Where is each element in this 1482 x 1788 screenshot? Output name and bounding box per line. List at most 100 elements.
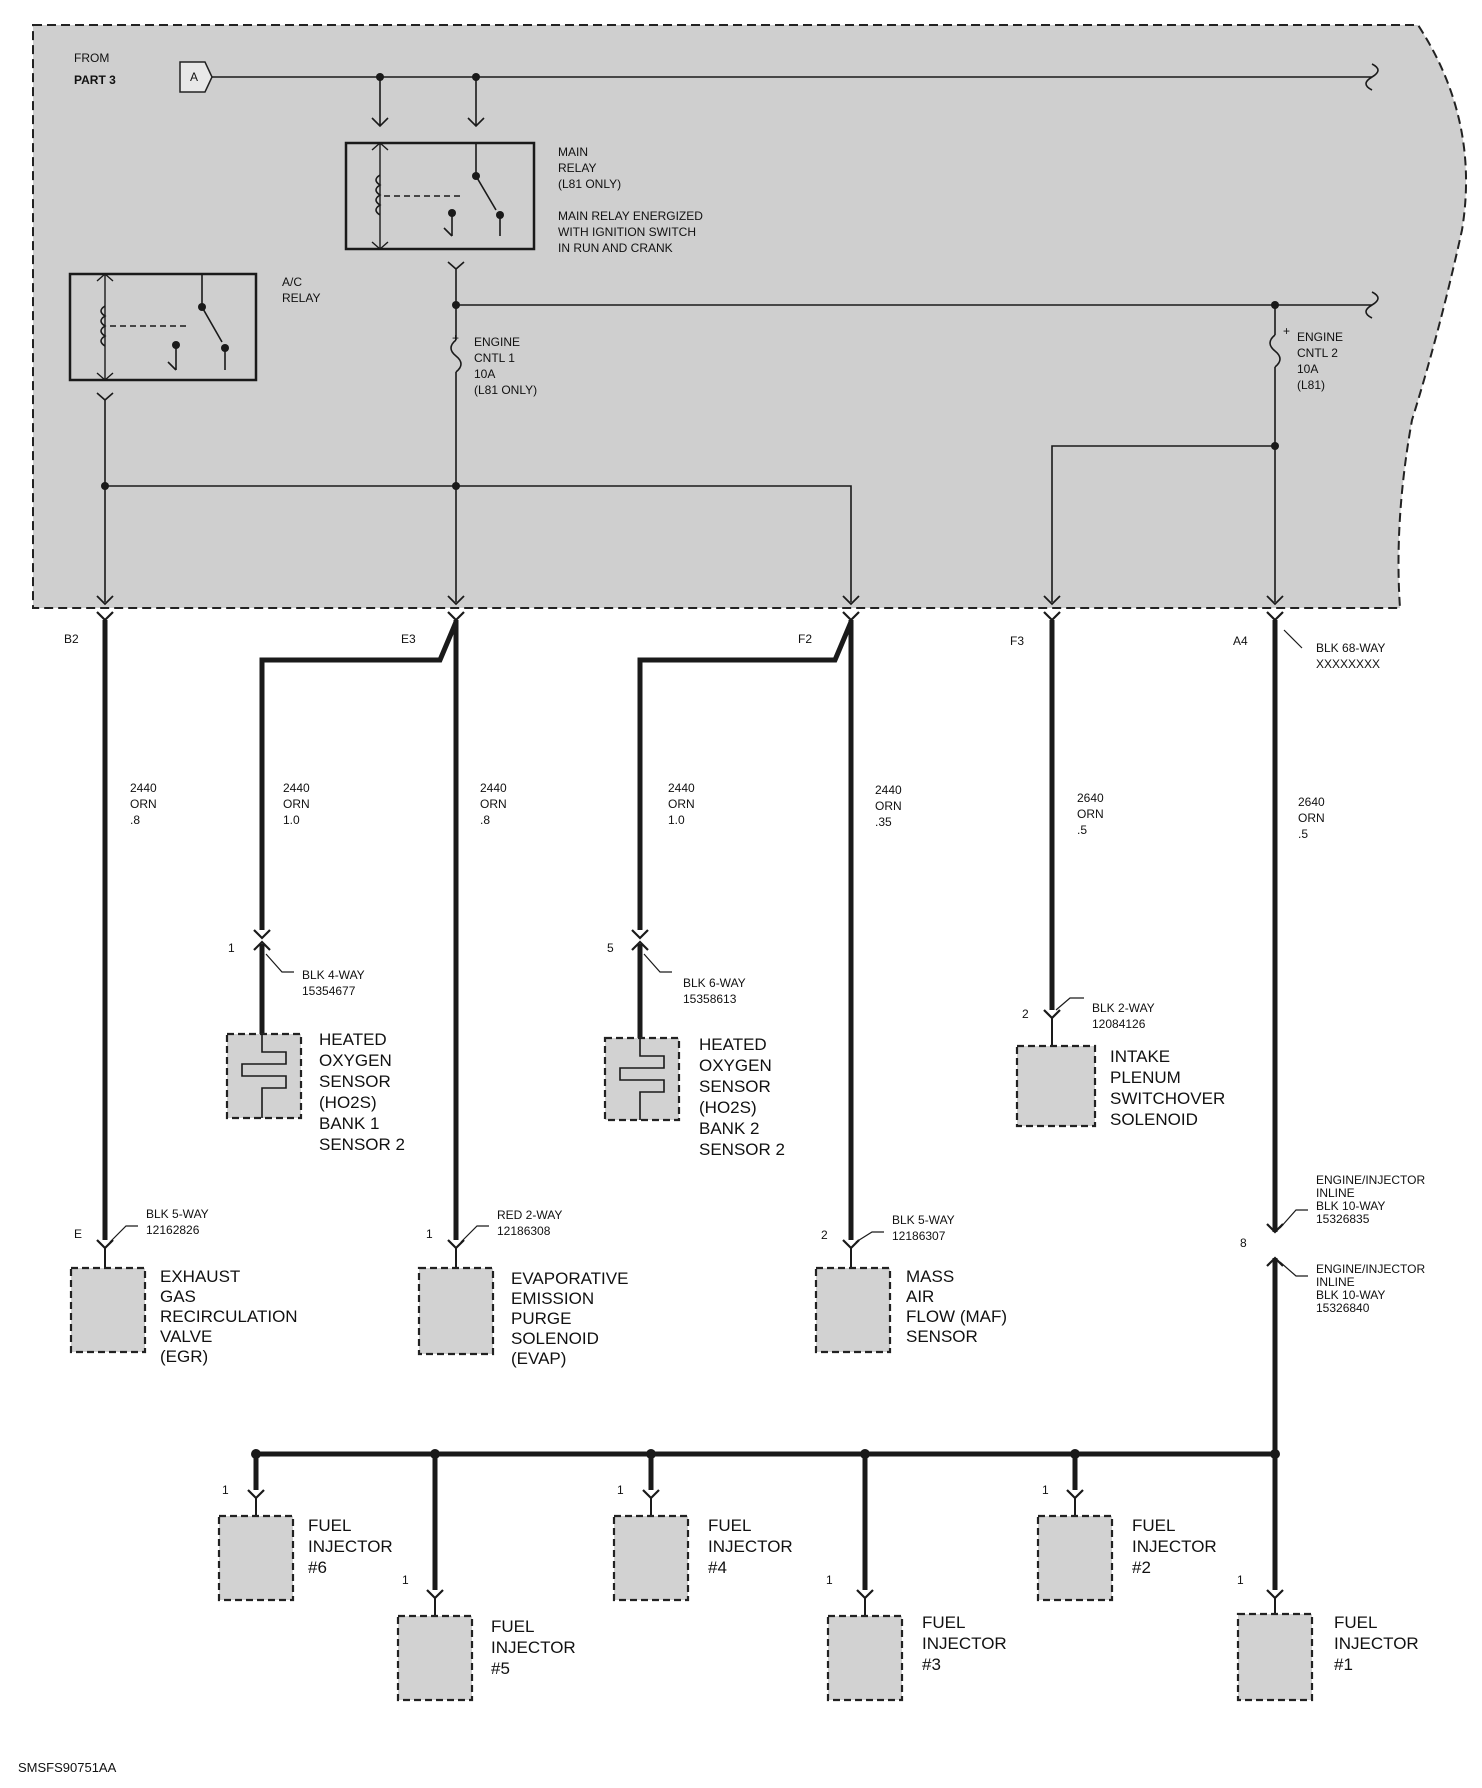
svg-text:.5: .5 (1077, 823, 1087, 837)
ho2s-2-pin: 5 (607, 941, 614, 955)
fuse-2-symbol (1269, 334, 1281, 368)
injector-5-pin: 1 (402, 1573, 409, 1587)
wire-ho2s-2 (637, 621, 854, 930)
main-relay-label: MAIN (558, 145, 588, 159)
fuse-2-label: ENGINE (1297, 330, 1343, 344)
injector-1-label: #1 (1334, 1655, 1353, 1674)
ho2s-1-connector-number: 15354677 (302, 984, 356, 998)
inline-connector-leader (1279, 1261, 1308, 1277)
pcm-connector-name: BLK 68-WAY (1316, 641, 1385, 655)
maf-label: MASS (906, 1267, 954, 1286)
inline-1-label: 15326835 (1316, 1212, 1370, 1226)
ho2s-2-label: HEATED (699, 1035, 767, 1054)
evap-label: SOLENOID (511, 1329, 599, 1348)
plenum-connector-name: BLK 2-WAY (1092, 1001, 1155, 1015)
injector-5-label: FUEL (491, 1617, 534, 1636)
inline-connector-leader (1279, 1209, 1308, 1229)
maf-feed-wire (105, 485, 852, 602)
main-relay-label: RELAY (558, 161, 596, 175)
inline-2-label: BLK 10-WAY (1316, 1288, 1385, 1302)
injector-6-label: #6 (308, 1558, 327, 1577)
evap-pin: 1 (426, 1227, 433, 1241)
maf-pin: 2 (821, 1228, 828, 1242)
main-relay-coil (375, 174, 382, 216)
from-part-label: PART 3 (74, 73, 116, 87)
plenum-pin: 2 (1022, 1007, 1029, 1021)
pin-f2: F2 (798, 632, 812, 646)
main-relay-switch (443, 143, 501, 237)
fuse-1-label: CNTL 1 (474, 351, 515, 365)
pcm-connector-number: XXXXXXXX (1316, 657, 1380, 671)
injector-3-pin: 1 (826, 1573, 833, 1587)
egr-label: GAS (160, 1287, 196, 1306)
svg-text:2440: 2440 (668, 781, 695, 795)
ho2s-2-label: BANK 2 (699, 1119, 759, 1138)
maf-connector-number: 12186307 (892, 1229, 946, 1243)
ho2s-1-label: (HO2S) (319, 1093, 377, 1112)
svg-text:+: + (452, 331, 459, 345)
svg-text:+: + (1283, 324, 1290, 338)
egr-feed-wire (96, 392, 114, 602)
inline-pin: 8 (1240, 1236, 1247, 1250)
injector-3-label: INJECTOR (922, 1634, 1007, 1653)
plenum-connector-leader (1055, 997, 1084, 1011)
ho2s-2-connector-name: BLK 6-WAY (683, 976, 746, 990)
evap-label: PURGE (511, 1309, 571, 1328)
egr-connector-name: BLK 5-WAY (146, 1207, 209, 1221)
evap-label: EMISSION (511, 1289, 594, 1308)
injector-2-label: #2 (1132, 1558, 1151, 1577)
injector-4-pin: 1 (617, 1483, 624, 1497)
module-region (32, 24, 1467, 609)
main-relay-note: IN RUN AND CRANK (558, 241, 673, 255)
ho2s-1-label: OXYGEN (319, 1051, 392, 1070)
svg-text:ORN: ORN (668, 797, 695, 811)
injector-4-label: #4 (708, 1558, 727, 1577)
svg-text:1.0: 1.0 (283, 813, 300, 827)
evap-connector-name: RED 2-WAY (497, 1208, 562, 1222)
evap-connector-number: 12186308 (497, 1224, 551, 1238)
wire-label-plenum: 2640 ORN .5 (1077, 791, 1104, 837)
plenum-label: INTAKE (1110, 1047, 1170, 1066)
main-relay-box (344, 141, 536, 251)
svg-text:ORN: ORN (283, 797, 310, 811)
ho2s-2-label: SENSOR (699, 1077, 771, 1096)
injector-5-label: INJECTOR (491, 1638, 576, 1657)
inline-1-label: INLINE (1316, 1186, 1355, 1200)
svg-text:2640: 2640 (1298, 795, 1325, 809)
off-page-connector-a (179, 61, 213, 93)
injector-6-connector (247, 1489, 265, 1500)
plenum-connector-number: 12084126 (1092, 1017, 1146, 1031)
wire-label-maf: 2440 ORN .35 (875, 783, 902, 829)
egr-pin: E (74, 1227, 82, 1241)
wire-label-ho2s-2: 2440 ORN 1.0 (668, 781, 695, 827)
injector-5-connector (426, 1589, 444, 1600)
connector-pin-marks (96, 611, 1284, 622)
diagram-id: SMSFS90751AA (18, 1760, 117, 1775)
plenum-label: SOLENOID (1110, 1110, 1198, 1129)
main-relay-note: WITH IGNITION SWITCH (558, 225, 696, 239)
off-page-ref: A (190, 70, 198, 84)
svg-text:ORN: ORN (130, 797, 157, 811)
inline-2-label: INLINE (1316, 1275, 1355, 1289)
evap-solenoid-component (417, 1266, 495, 1356)
ho2s-1-label: HEATED (319, 1030, 387, 1049)
ho2s-1-connector-leader (265, 953, 294, 973)
svg-text:ORN: ORN (1298, 811, 1325, 825)
inline-connector (1266, 1223, 1284, 1267)
injector-6-label: INJECTOR (308, 1537, 393, 1556)
svg-text:2440: 2440 (283, 781, 310, 795)
evap-label: (EVAP) (511, 1349, 566, 1368)
injector-5-label: #5 (491, 1659, 510, 1678)
wire-label-ho2s-1: 2440 ORN 1.0 (283, 781, 310, 827)
maf-label: FLOW (MAF) (906, 1307, 1007, 1326)
svg-text:ORN: ORN (875, 799, 902, 813)
fuse-1-label: (L81 ONLY) (474, 383, 537, 397)
injector-2-label: FUEL (1132, 1516, 1175, 1535)
egr-connector-leader (109, 1225, 138, 1243)
svg-text:2440: 2440 (875, 783, 902, 797)
fuse-1-symbol (450, 339, 462, 373)
injector-3-component (826, 1614, 904, 1702)
main-relay-label: (L81 ONLY) (558, 177, 621, 191)
ho2s-1-connector (253, 929, 271, 951)
